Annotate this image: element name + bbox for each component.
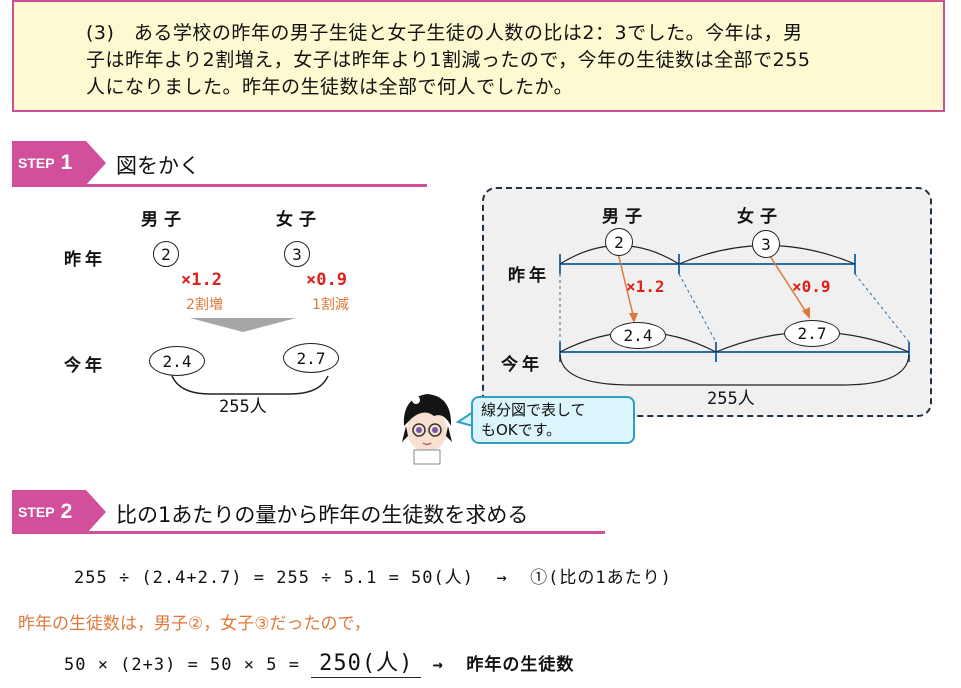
sketch-girls-note: 1割減 — [312, 297, 349, 313]
bubble-line-2: もOKです。 — [481, 421, 562, 439]
line-diagram-panel — [482, 187, 932, 417]
sketch-boys-ratio: 2 — [153, 241, 179, 267]
step1-number: 1 — [60, 151, 73, 174]
problem-box: (3) ある学校の昨年の男子生徒と女子生徒の人数の比は2：3でした。今年は，男 … — [12, 0, 945, 112]
diagram-this-year: 今年 — [501, 355, 543, 375]
sketch-last-year: 昨年 — [64, 250, 106, 270]
equation-2-right: → 昨年の生徒数 — [421, 655, 575, 675]
down-arrow-icon — [190, 318, 296, 332]
sketch-boys-note: 2割増 — [186, 297, 223, 313]
problem-line-1: (3) ある学校の昨年の男子生徒と女子生徒の人数の比は2：3でした。今年は，男 — [86, 22, 803, 44]
sketch-girls-ratio: 3 — [284, 241, 310, 267]
sketch-boys-label: 男子 — [141, 210, 187, 230]
step2-word: STEP — [18, 504, 55, 520]
sketch-total: 255人 — [219, 397, 267, 417]
diagram-girls-ratio: 3 — [752, 230, 780, 258]
line-diagram-svg — [559, 244, 910, 386]
bubble-line-1: 線分図で表して — [481, 401, 586, 419]
diagram-boys-ratio: 2 — [605, 228, 633, 256]
step2-underline — [12, 531, 605, 534]
character-avatar — [402, 394, 452, 465]
diagram-boys-label: 男子 — [602, 207, 648, 227]
diagram-total: 255人 — [707, 389, 755, 409]
sketch-this-year: 今年 — [64, 356, 106, 376]
step2-title: 比の1あたりの量から昨年の生徒数を求める — [116, 503, 529, 527]
step-arrow-shape — [12, 141, 106, 185]
step1-title: 図をかく — [116, 154, 200, 178]
diagram-girls-label: 女子 — [737, 207, 783, 227]
sketch-girls-multiplier: ×0.9 — [306, 270, 347, 290]
last-year-note: 昨年の生徒数は，男子②，女子③だったので， — [18, 614, 371, 634]
step2-badge: STEP 2 — [12, 490, 107, 534]
sketch-girls-new: 2.7 — [283, 343, 339, 373]
answer-value: 250(人) — [311, 645, 422, 678]
step-arrow-shape — [12, 490, 106, 534]
diagram-girls-multiplier: ×0.9 — [792, 277, 831, 296]
equation-1: 255 ÷ (2.4+2.7) = 255 ÷ 5.1 = 50(人) → ①(… — [74, 568, 672, 588]
equation-2: 50 × (2+3) = 50 × 5 = 250(人) → 昨年の生徒数 — [64, 645, 574, 678]
step1-badge: STEP 1 — [12, 141, 107, 185]
diagram-last-year: 昨年 — [508, 266, 550, 286]
equation-2-left: 50 × (2+3) = 50 × 5 = — [64, 655, 312, 675]
sketch-boys-new: 2.4 — [149, 346, 205, 376]
step1-word: STEP — [18, 155, 55, 171]
problem-line-3: 人になりました。昨年の生徒数は全部で何人でしたか。 — [86, 76, 574, 98]
step1-underline — [12, 184, 427, 187]
problem-line-2: 子は昨年より2割増え，女子は昨年より1割減ったので，今年の生徒数は全部で255 — [86, 49, 811, 71]
sketch-girls-label: 女子 — [276, 210, 322, 230]
diagram-girls-new: 2.7 — [784, 320, 840, 347]
sketch-boys-multiplier: ×1.2 — [181, 270, 222, 290]
sketch-total-brace — [171, 375, 329, 395]
diagram-boys-multiplier: ×1.2 — [626, 277, 665, 296]
step2-number: 2 — [60, 500, 73, 523]
speech-bubble: 線分図で表して もOKです。 — [471, 396, 635, 444]
diagram-boys-new: 2.4 — [610, 322, 666, 349]
